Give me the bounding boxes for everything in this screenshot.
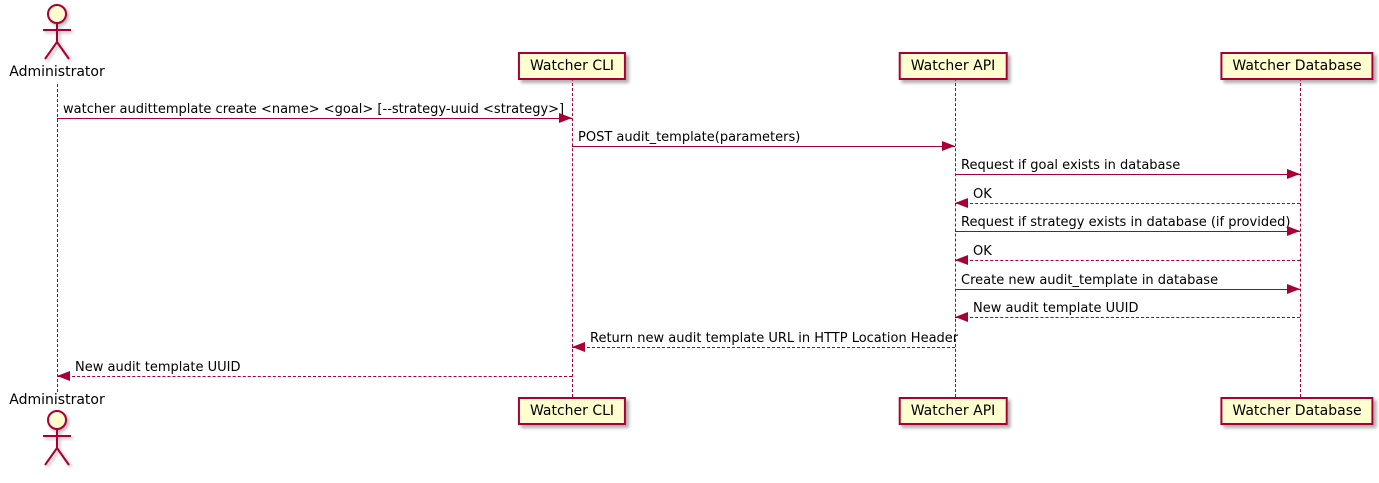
message-line [57,118,572,119]
message-ok-strategy: OK [955,244,1300,265]
participant-box-watcher-database-top: Watcher Database [1220,52,1374,80]
arrowhead-left-icon [955,312,968,322]
administrator-actor-icon-bottom [43,410,71,466]
message-create-audit-template-db: Create new audit_template in database [955,273,1300,294]
participant-box-watcher-cli-bottom: Watcher CLI [517,397,627,425]
message-new-audit-template-uuid-db: New audit template UUID [955,301,1300,322]
administrator-actor-icon-top [43,4,71,60]
message-line [57,376,572,377]
participant-box-watcher-api-top: Watcher API [898,52,1008,80]
participant-box-watcher-cli-top: Watcher CLI [517,52,627,80]
message-label: New audit template UUID [75,360,241,375]
arrowhead-right-icon [942,141,955,151]
lifeline-watcher-database [1300,78,1301,397]
message-request-strategy-exists: Request if strategy exists in database (… [955,215,1300,236]
message-line [955,317,1300,318]
lifeline-administrator [57,84,58,392]
message-line [572,347,955,348]
message-ok-goal: OK [955,187,1300,208]
message-create-audittemplate: watcher audittemplate create <name> <goa… [57,102,572,123]
arrowhead-right-icon [1287,226,1300,236]
message-request-goal-exists: Request if goal exists in database [955,158,1300,179]
message-line [955,174,1300,175]
arrowhead-right-icon [559,113,572,123]
message-post-audit-template: POST audit_template(parameters) [572,130,955,151]
message-line [955,289,1300,290]
message-label: watcher audittemplate create <name> <goa… [63,102,565,117]
message-line [955,203,1300,204]
message-line [572,146,955,147]
participant-box-watcher-api-bottom: Watcher API [898,397,1008,425]
lifeline-watcher-cli [572,78,573,397]
message-label: Request if strategy exists in database (… [961,215,1291,230]
message-label: POST audit_template(parameters) [578,130,801,145]
message-line [955,260,1300,261]
arrowhead-left-icon [955,198,968,208]
message-line [955,231,1300,232]
participant-box-watcher-database-bottom: Watcher Database [1220,397,1374,425]
administrator-label-top: Administrator [9,64,105,80]
message-label: OK [973,187,992,202]
message-label: New audit template UUID [973,301,1139,316]
lifeline-watcher-api [955,78,956,397]
message-label: Request if goal exists in database [961,158,1181,173]
message-new-audit-template-uuid-admin: New audit template UUID [57,360,572,381]
administrator-label-bottom: Administrator [9,392,105,408]
arrowhead-right-icon [1287,169,1300,179]
message-label: Return new audit template URL in HTTP Lo… [590,331,959,346]
arrowhead-right-icon [1287,284,1300,294]
arrowhead-left-icon [955,255,968,265]
message-return-url-location-header: Return new audit template URL in HTTP Lo… [572,331,959,352]
message-label: OK [973,244,992,259]
message-label: Create new audit_template in database [961,273,1219,288]
arrowhead-left-icon [572,342,585,352]
arrowhead-left-icon [57,371,70,381]
